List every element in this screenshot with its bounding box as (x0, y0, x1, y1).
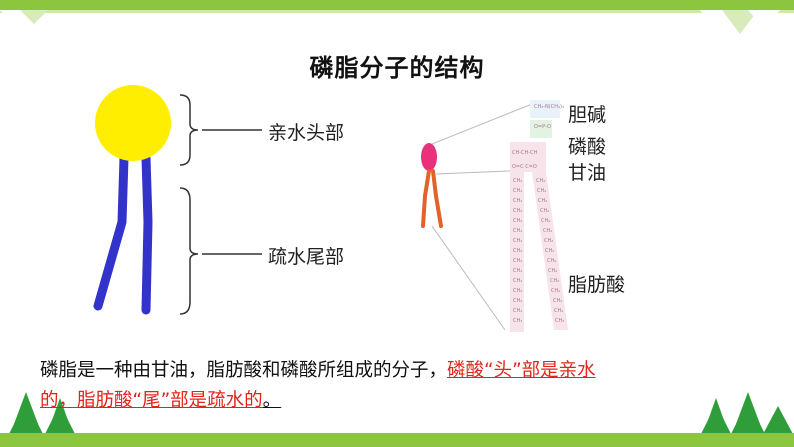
svg-text:CH₂: CH₂ (513, 268, 522, 274)
choline-label: 胆碱 (568, 104, 607, 126)
top-left-triangle-icon (20, 10, 48, 24)
svg-text:CH₂: CH₂ (513, 218, 522, 224)
bottom-banner (0, 433, 794, 447)
svg-text:CH₂: CH₂ (513, 238, 522, 244)
head-label: 亲水头部 (268, 122, 345, 144)
svg-text:CH₂: CH₂ (513, 298, 522, 304)
phospholipid-cartoon (93, 85, 171, 315)
small-head (421, 143, 437, 171)
fatty-acid-label: 脂肪酸 (568, 274, 626, 296)
top-right-triangle-icon (748, 10, 780, 28)
svg-text:CH₂: CH₂ (551, 288, 560, 294)
svg-text:CH₂: CH₂ (513, 198, 522, 204)
svg-text:CH₂: CH₂ (544, 238, 553, 244)
svg-text:CH₂: CH₂ (513, 178, 522, 184)
svg-text:CH₂: CH₂ (545, 248, 554, 254)
svg-text:CH₂: CH₂ (554, 308, 563, 314)
svg-text:O=P-O: O=P-O (534, 124, 551, 130)
phosphate-label: 磷酸 (568, 136, 607, 158)
hydrophilic-head (95, 85, 171, 161)
caption-line2: 的，脂肪酸“尾”部是疏水的。 (40, 386, 596, 416)
svg-text:O=C C=O: O=C C=O (512, 164, 537, 170)
svg-text:CH₂: CH₂ (538, 198, 547, 204)
svg-text:CH₃-N(CH₃)₃: CH₃-N(CH₃)₃ (534, 104, 564, 110)
svg-text:CH₂: CH₂ (540, 208, 549, 214)
svg-text:CH₂: CH₂ (553, 298, 562, 304)
svg-text:CH₂: CH₂ (513, 288, 522, 294)
svg-text:CH₃: CH₃ (555, 318, 564, 324)
caption-plain: 磷脂是一种由甘油，脂肪酸和磷酸所组成的分子， (40, 360, 448, 381)
svg-text:CH₂: CH₂ (548, 268, 557, 274)
caption-red-line1: 磷酸“头”部是亲水 (447, 360, 596, 381)
svg-text:CH₂: CH₂ (513, 258, 522, 264)
structural-formula: CH₃-N(CH₃)₃ O=P-O CH-CH-CH O=C C=O CH₂ CH… (421, 100, 568, 332)
top-right-triangle-icon (700, 10, 732, 30)
tree-icon (700, 392, 794, 436)
tail-left (93, 153, 129, 311)
tail-label: 疏水尾部 (268, 246, 345, 268)
svg-text:CH₂: CH₂ (513, 308, 522, 314)
svg-text:CH₂: CH₂ (543, 228, 552, 234)
caption-red-line2: 的，脂肪酸“尾”部是疏水的 (40, 390, 263, 411)
top-right-triangle-icon (722, 10, 758, 34)
caption-end: 。 (262, 390, 282, 411)
top-banner-stripe (0, 10, 794, 13)
svg-text:CH₂: CH₂ (513, 278, 522, 284)
svg-text:CH₂: CH₂ (513, 188, 522, 194)
svg-text:CH₂: CH₂ (537, 188, 546, 194)
small-tail-right (431, 169, 443, 228)
top-banner (0, 0, 794, 13)
svg-text:CH₂: CH₂ (550, 278, 559, 284)
svg-text:CH₃: CH₃ (513, 318, 522, 324)
svg-text:CH₂: CH₂ (513, 228, 522, 234)
tail-brace (179, 187, 199, 315)
small-tail-left (421, 169, 431, 228)
caption-text: 磷脂是一种由甘油，脂肪酸和磷酸所组成的分子，磷酸“头”部是亲水 的，脂肪酸“尾”… (40, 356, 596, 416)
svg-text:CH-CH-CH: CH-CH-CH (512, 150, 538, 156)
svg-text:CH₂: CH₂ (547, 258, 556, 264)
svg-text:CH₂: CH₂ (513, 248, 522, 254)
tree-icon (8, 392, 76, 436)
tail-right (141, 153, 153, 315)
page-title: 磷脂分子的结构 (309, 54, 485, 82)
svg-text:CH₂: CH₂ (536, 178, 545, 184)
svg-text:CH₂: CH₂ (541, 218, 550, 224)
head-brace (179, 94, 199, 166)
glycerol-label: 甘油 (568, 162, 607, 184)
svg-text:CH₂: CH₂ (513, 208, 522, 214)
top-left-triangle-icon (0, 10, 28, 26)
